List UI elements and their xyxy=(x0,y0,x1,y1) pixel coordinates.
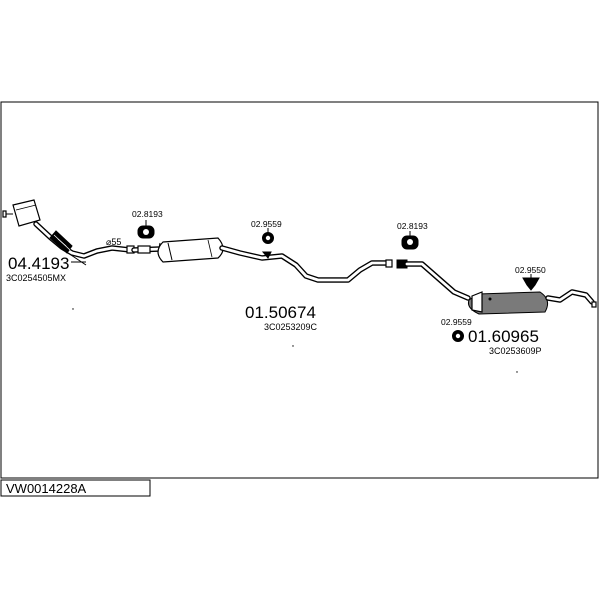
drawing-id-box xyxy=(0,479,151,497)
front-pipe xyxy=(2,199,135,266)
hanger-rear-right-label: 02.9550 xyxy=(515,265,546,275)
hanger-front-label: 02.8193 xyxy=(132,209,163,219)
hanger-mid-icon xyxy=(262,228,274,244)
diagram-frame xyxy=(0,101,599,479)
front-pipe-part-no: 04.4193 xyxy=(8,254,69,273)
middle-silencer-oe-code: 3C0253209C xyxy=(264,322,318,332)
front-pipe-oe-code: 3C0254505MX xyxy=(6,273,66,283)
middle-section xyxy=(131,237,393,283)
hanger-front-icon xyxy=(137,220,155,239)
middle-silencer-part-no: 01.50674 xyxy=(245,303,316,322)
hanger-rear-bottom-label: 02.9559 xyxy=(441,317,472,327)
hanger-mid-label: 02.9559 xyxy=(251,219,282,229)
rear-silencer-part-no: 01.60965 xyxy=(468,327,539,346)
hanger-rear-top-icon xyxy=(401,231,419,250)
hanger-rear-right-icon xyxy=(522,274,540,291)
hanger-rear-bottom-icon xyxy=(452,330,464,342)
rear-silencer-oe-code: 3C0253609P xyxy=(489,346,542,356)
rear-section xyxy=(396,259,597,315)
pipe-diameter-label: ⌀55 xyxy=(106,237,121,247)
drawing-id: VW0014228A xyxy=(6,481,87,496)
hanger-rear-top-label: 02.8193 xyxy=(397,221,428,231)
